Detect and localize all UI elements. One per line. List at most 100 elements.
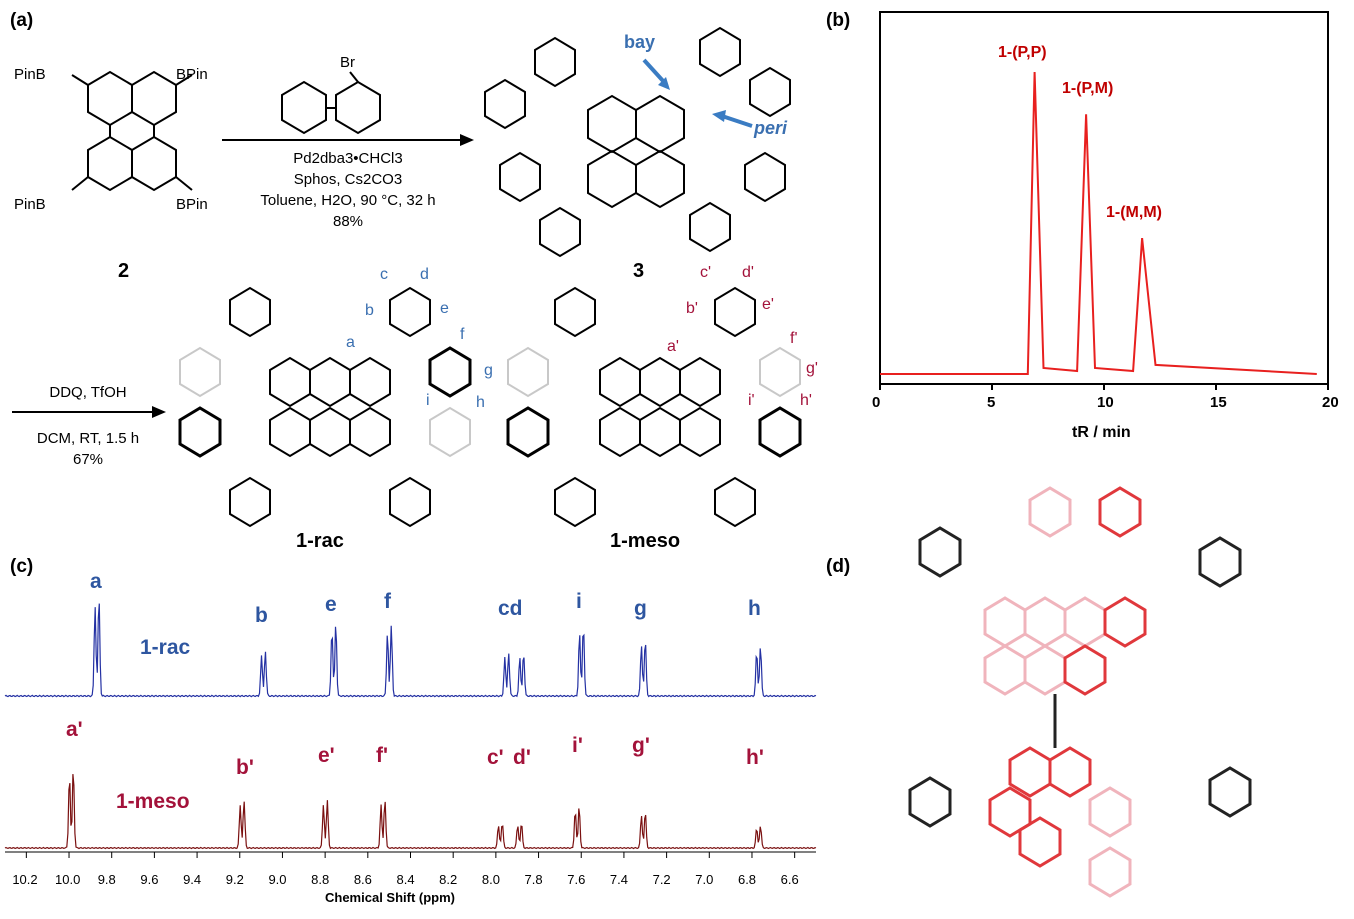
hplc-tick-15: 15 — [1210, 394, 1227, 411]
meso-label-d: d' — [742, 264, 754, 281]
rac-label-h: h — [476, 394, 485, 411]
bromine-label: Br — [340, 54, 355, 71]
rac-label-d: d — [420, 266, 429, 283]
rac-label-g: g — [484, 362, 493, 379]
panel-label-d: (d) — [826, 556, 851, 577]
step2-yield: 67% — [72, 451, 104, 468]
nmr-rac-label: 1-rac — [140, 636, 191, 659]
compound-meso-label: 1-meso — [610, 530, 681, 552]
step1-condition-2: Sphos, Cs2CO3 — [293, 171, 403, 188]
rac-label-c: c — [380, 266, 388, 283]
hplc-frame — [879, 11, 1329, 385]
nmr-tick-label: 8.0 — [481, 872, 500, 887]
nmr-xlabel: Chemical Shift (ppm) — [325, 890, 456, 905]
nmr-meso-peak-g: g' — [632, 734, 650, 757]
nmr-rac-peak-h: h — [748, 597, 761, 620]
nmr-tick-label: 9.6 — [140, 872, 159, 887]
nmr-meso-peak-c: c' — [487, 746, 504, 769]
nmr-meso-peak-e: e' — [318, 744, 335, 767]
panel-label-a: (a) — [10, 10, 34, 31]
nmr-meso-label: 1-meso — [116, 790, 190, 813]
nmr-tick-label: 6.6 — [780, 872, 799, 887]
nmr-rac-peak-e: e — [325, 593, 337, 616]
nmr-x-ticks — [25, 852, 796, 858]
hplc-chart — [879, 11, 1329, 390]
compound-rac-label: 1-rac — [296, 530, 344, 552]
nmr-rac-peak-cd: cd — [498, 597, 523, 620]
hplc-tick-10: 10 — [1097, 394, 1114, 411]
nmr-tick-label: 7.6 — [567, 872, 586, 887]
nmr-tick-label: 9.2 — [225, 872, 244, 887]
nmr-tick-label: 8.8 — [311, 872, 330, 887]
hplc-peak-mm: 1-(M,M) — [1106, 204, 1162, 221]
nmr-tick-label: 7.4 — [609, 872, 628, 887]
meso-label-i: i' — [748, 392, 755, 409]
bay-arrow — [642, 58, 666, 84]
nmr-rac-peak-b: b — [255, 604, 268, 627]
compound-2-structure — [71, 70, 193, 192]
hplc-peak-pm: 1-(P,M) — [1062, 80, 1114, 97]
nmr-tick-label: 9.8 — [97, 872, 116, 887]
hplc-peak-pp: 1-(P,P) — [998, 44, 1047, 61]
nmr-tick-label: 7.0 — [695, 872, 714, 887]
nmr-tick-label: 8.6 — [353, 872, 372, 887]
panel-label-b: (b) — [826, 10, 851, 31]
compound-rac-structure — [178, 286, 472, 528]
nmr-tick-label: 7.8 — [524, 872, 543, 887]
panel-label-c: (c) — [10, 556, 34, 577]
nmr-tick-label: 10.2 — [12, 872, 38, 887]
hplc-trace — [880, 71, 1317, 375]
nmr-chart — [4, 603, 817, 858]
nmr-meso-peak-b: b' — [236, 756, 254, 779]
rac-label-e: e — [440, 300, 449, 317]
step2-conditions-top: DDQ, TfOH — [49, 384, 127, 401]
peri-arrow — [721, 114, 753, 128]
bpin-label-bottom: BPin — [176, 196, 208, 213]
nmr-tick-labels: 10.2 10.0 9.8 9.6 9.4 9.2 9.0 8.8 8.6 8.4 8.2 8.0 7.… — [0, 872, 830, 892]
reaction-scheme — [12, 26, 802, 528]
nmr-tick-label: 9.0 — [268, 872, 287, 887]
rac-label-f: f — [460, 326, 465, 343]
step2-conditions: DCM, RT, 1.5 h 67% — [12, 428, 164, 470]
nmr-rac-peak-g: g — [634, 597, 647, 620]
compound-3-label: 3 — [633, 260, 645, 282]
compound-meso-structure — [506, 286, 802, 528]
hplc-tick-20: 20 — [1322, 394, 1339, 411]
meso-label-h: h' — [800, 392, 812, 409]
bay-label: bay — [624, 32, 656, 52]
meso-label-a: a' — [667, 338, 679, 355]
step1-yield: 88% — [332, 213, 364, 230]
rac-label-b: b — [365, 302, 374, 319]
nmr-tick-label: 8.4 — [396, 872, 415, 887]
nmr-tick-label: 9.4 — [183, 872, 202, 887]
step2-condition-1: DCM, RT, 1.5 h — [36, 430, 140, 447]
meso-label-g: g' — [806, 360, 818, 377]
meso-label-f: f' — [790, 330, 798, 347]
pinb-label-bottom: PinB — [14, 196, 46, 213]
nmr-rac-peak-a: a — [90, 570, 102, 593]
bpin-label-top: BPin — [176, 66, 208, 83]
hplc-x-ticks — [879, 384, 1329, 390]
nmr-meso-peak-h: h' — [746, 746, 764, 769]
peri-label: peri — [754, 118, 788, 138]
step1-condition-3: Toluene, H2O, 90 °C, 32 h — [260, 192, 436, 209]
nmr-tick-label: 7.2 — [652, 872, 671, 887]
nmr-rac-trace — [4, 603, 817, 698]
nmr-tick-label: 10.0 — [55, 872, 81, 887]
hplc-xlabel: tR / min — [1072, 424, 1131, 441]
compound-3-structure — [484, 26, 791, 258]
rac-label-i: i — [426, 392, 430, 409]
nmr-tick-label: 6.8 — [737, 872, 757, 887]
nmr-rac-peak-i: i — [576, 590, 582, 613]
nmr-tick-label: 8.2 — [439, 872, 458, 887]
nmr-rac-peak-f: f — [384, 590, 391, 613]
meso-label-b: b' — [686, 300, 698, 317]
nmr-meso-peak-f: f' — [376, 744, 388, 767]
meso-label-e: e' — [762, 296, 774, 313]
hplc-tick-5: 5 — [987, 394, 996, 411]
pinb-label-top: PinB — [14, 66, 46, 83]
nmr-meso-trace — [4, 774, 817, 850]
nmr-meso-peak-d: d' — [513, 746, 531, 769]
bromobiphenyl-structure — [281, 71, 381, 135]
crystal-structure — [908, 486, 1252, 898]
